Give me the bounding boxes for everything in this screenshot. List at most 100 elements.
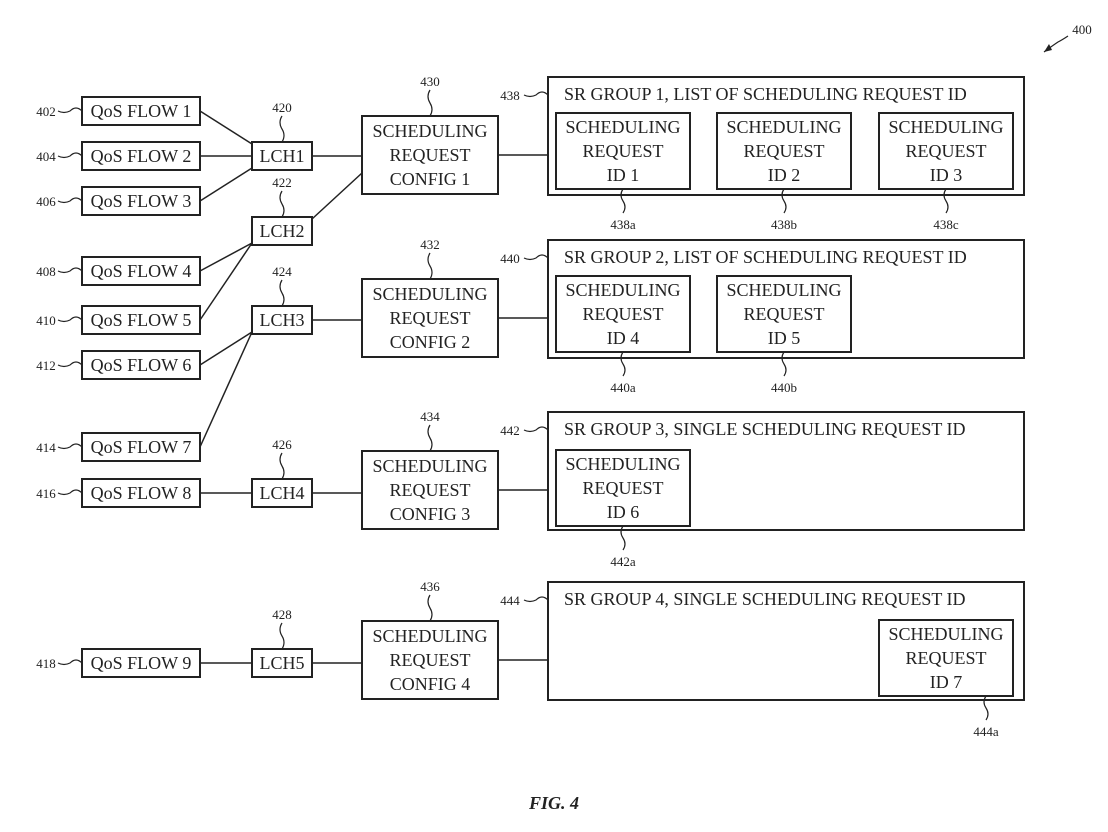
leader-line (279, 190, 285, 218)
sr-id-text-line: SCHEDULING (566, 280, 681, 300)
qos-flow-ref: 410 (36, 313, 56, 328)
flow-lch-line (199, 110, 253, 145)
sr-id-ref: 440a (610, 380, 636, 395)
sr-config-text-line: REQUEST (390, 145, 471, 165)
lch-label: LCH4 (260, 483, 305, 503)
qos-flow-box: QoS FLOW 8 (81, 478, 201, 508)
arrow-head-icon (1044, 44, 1052, 52)
qos-flow-label: QoS FLOW 6 (91, 355, 192, 375)
sr-config-text-line: CONFIG 1 (390, 169, 471, 189)
lch-label: LCH1 (260, 146, 305, 166)
sr-config-ref: 434 (420, 409, 440, 424)
sr-id-text-line: ID 2 (768, 165, 801, 185)
leader-line (57, 443, 83, 450)
lch-label: LCH2 (260, 221, 305, 241)
qos-flow-rect (81, 141, 201, 171)
sr-group-title: SR GROUP 4, SINGLE SCHEDULING REQUEST ID (564, 589, 966, 609)
sr-group-ref: 442 (500, 423, 520, 438)
qos-flow-rect (81, 186, 201, 216)
leader-line (57, 316, 83, 323)
qos-flow-rect (81, 648, 201, 678)
sr-id-text-line: REQUEST (906, 141, 987, 161)
leader-line (57, 489, 83, 496)
sr-group-ref: 444 (500, 593, 520, 608)
sr-group-ref: 438 (500, 88, 520, 103)
sr-config-rect (361, 450, 499, 530)
flow-lch-line (199, 331, 253, 448)
sr-config-ref: 432 (420, 237, 440, 252)
sr-id-rect (878, 619, 1014, 697)
sr-config-text-line: REQUEST (390, 650, 471, 670)
leader-line (57, 152, 83, 159)
sr-id-ref: 438c (933, 217, 959, 232)
sr-config-text-line: CONFIG 3 (390, 504, 471, 524)
sr-id-rect (555, 449, 691, 527)
qos-flow-box: QoS FLOW 5 (81, 305, 201, 335)
leader-line (427, 424, 433, 452)
flow-lch-line (199, 331, 253, 366)
sr-id-text-line: ID 5 (768, 328, 801, 348)
sr-id-text-line: ID 7 (930, 672, 963, 692)
leader-line (57, 361, 83, 368)
leader-line (57, 107, 83, 114)
leader-line (427, 594, 433, 622)
leader-line (279, 452, 285, 480)
leader-line (427, 89, 433, 117)
leader-line (620, 351, 626, 377)
leader-line (57, 659, 83, 666)
qos-flow-box: QoS FLOW 6 (81, 350, 201, 380)
sr-config-text-line: CONFIG 2 (390, 332, 471, 352)
qos-flow-ref: 418 (36, 656, 56, 671)
qos-flow-ref: 412 (36, 358, 56, 373)
sr-id-ref: 438b (771, 217, 797, 232)
leader-line (279, 115, 285, 143)
qos-flow-ref: 408 (36, 264, 56, 279)
sr-id-text-line: SCHEDULING (727, 280, 842, 300)
sr-id-text-line: REQUEST (583, 304, 664, 324)
qos-flow-label: QoS FLOW 1 (91, 101, 192, 121)
sr-group-title: SR GROUP 3, SINGLE SCHEDULING REQUEST ID (564, 419, 966, 439)
sr-config-ref: 436 (420, 579, 440, 594)
sr-id-text-line: REQUEST (744, 141, 825, 161)
flow-lch-line (199, 167, 253, 202)
lch-box: LCH1 (251, 141, 313, 171)
sr-config-ref: 430 (420, 74, 440, 89)
sr-id-ref: 438a (610, 217, 636, 232)
sr-id-text-line: ID 3 (930, 165, 963, 185)
sr-id-text-line: REQUEST (906, 648, 987, 668)
lch-ref: 424 (272, 264, 292, 279)
leader-line (279, 622, 285, 650)
sr-id-text-line: REQUEST (583, 478, 664, 498)
qos-flow-label: QoS FLOW 5 (91, 310, 192, 330)
sr-id-text-line: SCHEDULING (566, 117, 681, 137)
sr-config-text-line: CONFIG 4 (390, 674, 471, 694)
qos-flow-box: QoS FLOW 2 (81, 141, 201, 171)
qos-flow-ref: 406 (36, 194, 56, 209)
qos-flow-box: QoS FLOW 7 (81, 432, 201, 462)
sr-group-ref: 440 (500, 251, 520, 266)
lch-ref: 426 (272, 437, 292, 452)
qos-flow-rect (81, 432, 201, 462)
sr-id-ref: 444a (973, 724, 999, 739)
qos-flow-box: QoS FLOW 1 (81, 96, 201, 126)
qos-flow-rect (81, 350, 201, 380)
lch-box: LCH3 (251, 305, 313, 335)
sr-config-rect (361, 278, 499, 358)
sr-group-title: SR GROUP 2, LIST OF SCHEDULING REQUEST I… (564, 247, 967, 267)
sr-config-text-line: SCHEDULING (373, 121, 488, 141)
lch-ref: 422 (272, 175, 292, 190)
qos-flow-rect (81, 96, 201, 126)
leader-line (279, 279, 285, 307)
leader-line (781, 188, 787, 214)
qos-flow-label: QoS FLOW 2 (91, 146, 192, 166)
lch-box: LCH2 (251, 216, 313, 246)
flow-lch-line (199, 242, 253, 321)
leader-line (427, 252, 433, 280)
